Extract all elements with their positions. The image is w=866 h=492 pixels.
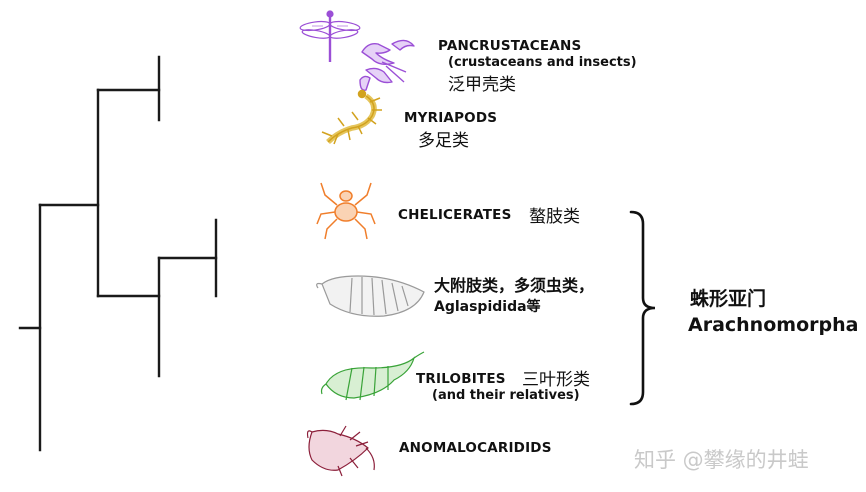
chelicerates-cn-label: 螯肢类 <box>529 207 580 227</box>
arachnomorpha-bracket <box>629 210 656 406</box>
pancrustaceans-label: PANCRUSTACEANS <box>438 38 582 54</box>
trilobite-icon <box>320 351 425 401</box>
pancrustaceans-cn-label: 泛甲壳类 <box>448 75 516 95</box>
trilobites-sublabel: (and their relatives) <box>432 388 580 403</box>
lobster-icon <box>359 39 415 91</box>
trilobites-label: TRILOBITES <box>416 371 506 387</box>
trilobites-cn-label: 三叶形类 <box>522 370 590 390</box>
myriapods-cn-label: 多足类 <box>418 131 469 151</box>
watermark: 知乎 @攀缘的井蛙 <box>634 448 809 472</box>
anomalocaridids-label: ANOMALOCARIDIDS <box>399 440 552 456</box>
centipede-icon <box>321 89 382 145</box>
tree-branches <box>18 55 302 452</box>
myriapods-label: MYRIAPODS <box>404 110 498 126</box>
chelicerates-label: CHELICERATES <box>398 207 512 223</box>
dragonfly-icon <box>299 10 361 62</box>
arachnomorpha-cn-label: 蛛形亚门 <box>690 288 767 310</box>
spider-icon <box>316 182 376 240</box>
arachnomorpha-latin-label: Arachnomorpha <box>688 314 859 336</box>
great-appendage-label: 大附肢类，多须虫类， <box>434 276 595 295</box>
pancrustaceans-sublabel: (crustaceans and insects) <box>448 55 637 70</box>
great-appendage-arthropod-icon <box>316 275 425 317</box>
aglaspidida-label: Aglaspidida等 <box>434 299 541 315</box>
anomalocaridid-icon <box>306 425 375 477</box>
